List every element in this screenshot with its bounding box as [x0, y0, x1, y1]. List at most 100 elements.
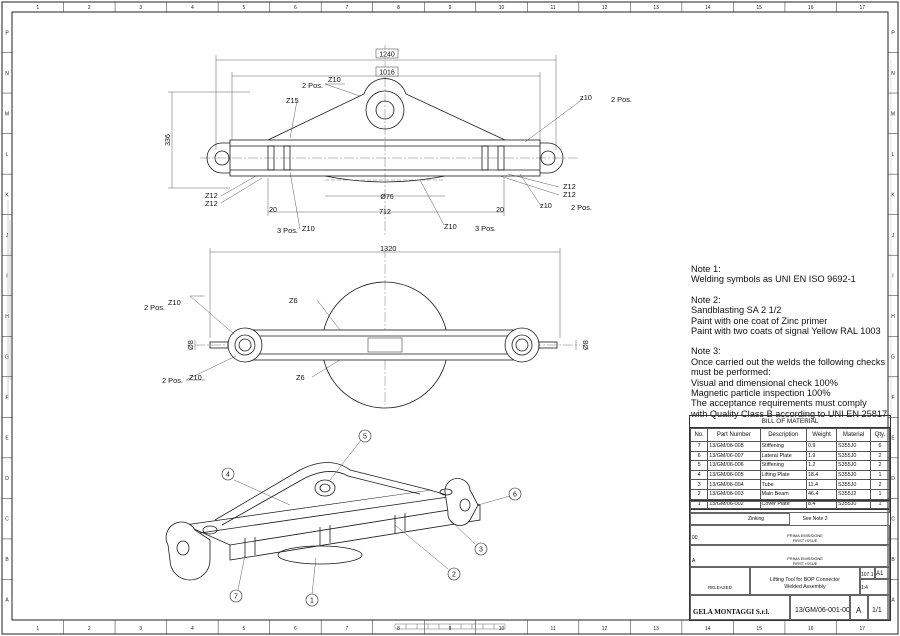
bom-cell: 2 — [689, 488, 709, 500]
bom-header-qty: Qty. — [870, 428, 890, 442]
column-label: 11 — [550, 626, 555, 632]
bom-header-material: Material — [836, 428, 872, 442]
bom-cell: S355J0 — [836, 450, 872, 462]
bom-cell: Lifting Plate — [759, 469, 807, 481]
bom-cell: 1 — [870, 469, 890, 481]
balloon-number: 5 — [363, 434, 367, 441]
revision: A — [850, 595, 868, 620]
bom-cell: 13/GM/06-007 — [707, 450, 761, 462]
column-label: 6 — [294, 5, 297, 11]
weld-z10-5: Z10 — [444, 222, 457, 231]
sv-qty-1: 2 Pos. — [144, 303, 165, 312]
row-label: G — [5, 355, 9, 361]
dim-height: 336 — [165, 134, 172, 146]
bom-header-row: No. Part Number Description Weight Mater… — [689, 428, 890, 442]
row-label: J — [6, 233, 9, 239]
side-dim-left: Ø8 — [186, 340, 195, 350]
weld-qty-1: 2 Pos. — [302, 81, 323, 90]
bom-cell: S355J2 — [836, 488, 872, 500]
weld-z15: Z15 — [286, 96, 299, 105]
row-label: I — [6, 273, 7, 279]
bom-cell: Stiffening — [759, 441, 807, 452]
column-label: 5 — [242, 626, 245, 632]
row-label: A — [891, 598, 895, 604]
column-label: 3 — [139, 5, 142, 11]
note-line: The acceptance requirements must comply — [691, 398, 867, 409]
side-dim-overall: 1320 — [380, 244, 396, 253]
format: A1 — [875, 567, 890, 579]
row-label: L — [892, 152, 895, 158]
balloon-circle — [305, 593, 319, 607]
column-label: 9 — [449, 5, 452, 11]
dim-left-offset: 20 — [269, 207, 277, 214]
row-label: B — [5, 557, 9, 563]
note-line: Paint with one coat of Zinc primer — [691, 315, 828, 326]
row-label: F — [891, 395, 894, 401]
row-label: M — [891, 111, 895, 117]
row-label: K — [891, 192, 895, 198]
bom-cell: 5 — [689, 460, 709, 471]
bom-header-weight: Weight — [805, 428, 838, 442]
top-lifting-plate — [267, 78, 506, 141]
rev-00-text: PRIMA EMISSIONE — [787, 533, 823, 538]
note-line: Visual and dimensional check 100% — [691, 377, 838, 388]
balloon-number: 6 — [513, 492, 517, 499]
sv-qty-2: 2 Pos. — [162, 376, 183, 385]
sheet-number: 1/1 — [868, 595, 890, 620]
bom-table: No. Part Number Description Weight Mater… — [689, 428, 890, 510]
column-label: 13 — [653, 5, 659, 11]
note-line: must be performed: — [691, 367, 771, 378]
bom-cell: 2 — [870, 450, 890, 462]
note-line: Magnetic particle inspection 100% — [691, 388, 831, 399]
bom-cell: 0.9 — [805, 441, 838, 452]
balloon-circle — [508, 487, 522, 501]
note-line: Welding symbols as UNI EN ISO 9692-1 — [691, 274, 856, 285]
row-label: E — [5, 436, 9, 442]
bom-cell: 13/GM/06-005 — [707, 469, 761, 481]
row-label: K — [5, 192, 9, 198]
treatment: Zinking — [747, 516, 765, 522]
top-main-beam — [229, 139, 541, 177]
balloon-number: 1 — [310, 598, 314, 605]
column-label: 12 — [602, 626, 608, 632]
scale: 1:4 — [860, 579, 890, 595]
bill-of-material: BILL OF MATERIAL No. Part Number Descrip… — [689, 415, 891, 511]
top-view-dim-text: 1240 1016 336 Ø76 712 20 20 — [165, 48, 504, 216]
row-label: C — [5, 517, 9, 523]
bom-cell: Main Beam — [759, 488, 807, 500]
balloon-circle — [358, 429, 372, 443]
note-title: Note 2: — [691, 294, 721, 305]
column-label: 1 — [36, 5, 39, 11]
bom-title: BILL OF MATERIAL — [690, 416, 890, 428]
balloon-number: 7 — [234, 594, 238, 601]
side-view-text: 1320 Ø8 Ø8 2 Pos. Z10 Z6 2 Pos. Z10 Z6 — [144, 244, 590, 385]
column-label: 7 — [346, 5, 349, 11]
column-label: 3 — [139, 626, 142, 632]
description-line-2: Welded Assembly — [784, 584, 826, 590]
sv-z10-1: Z10 — [168, 298, 181, 307]
balloon-number: 3 — [479, 547, 483, 554]
row-label: A — [5, 598, 9, 604]
sv-z6-1: Z6 — [289, 296, 298, 305]
dim-overall: 1240 — [379, 52, 395, 59]
row-label: D — [5, 476, 9, 482]
status: RELEASED — [707, 585, 732, 590]
weld-qty-2: 2 Pos. — [611, 95, 632, 104]
bom-cell: S355J0 — [836, 460, 872, 471]
rev-00: 00 — [692, 535, 698, 541]
column-label: 15 — [756, 5, 762, 11]
rev-a: A — [692, 558, 696, 564]
note-line: Sandblasting SA 2 1/2 — [691, 305, 782, 316]
column-label: 17 — [859, 5, 865, 11]
balloon-number: 4 — [226, 472, 230, 479]
side-main-beam — [239, 329, 531, 361]
weld-z10-1: Z10 — [328, 75, 341, 84]
weld-z12-a: Z12 — [205, 191, 218, 200]
row-label: E — [891, 436, 895, 442]
bom-cell: 8.4 — [805, 498, 838, 510]
weld-qty-4: 3 Pos. — [277, 226, 298, 235]
